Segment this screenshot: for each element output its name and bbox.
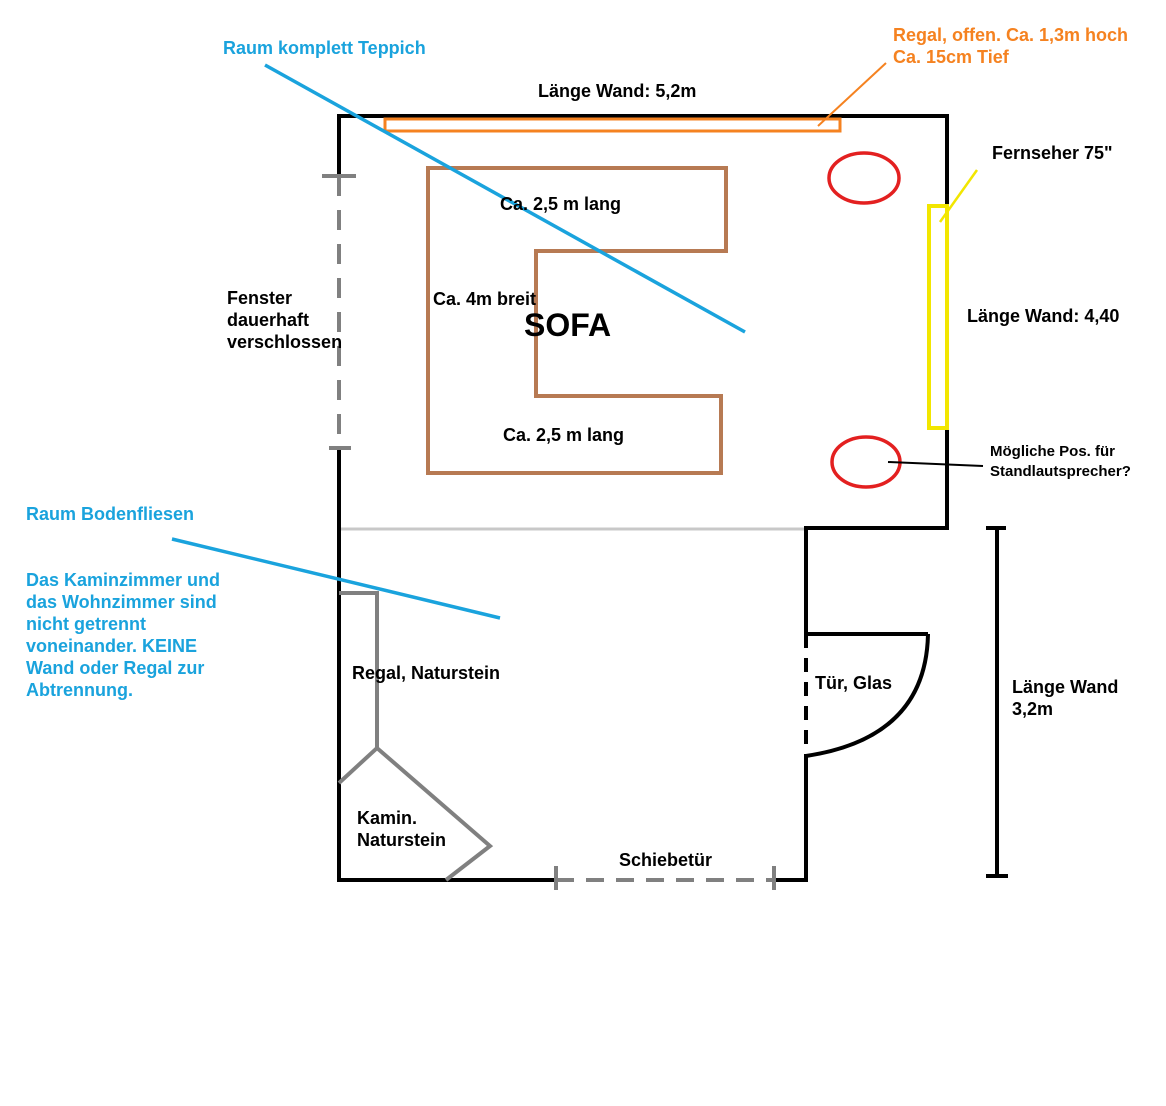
right-wall-length: Länge Wand: 4,40 <box>967 306 1120 326</box>
carpet-pointer <box>264 63 746 334</box>
speaker-top <box>827 151 901 205</box>
sliding-door-label: Schiebetür <box>619 850 713 870</box>
shelf-note-line1: Regal, offen. Ca. 1,3m hoch <box>893 25 1129 45</box>
tiles-pointer <box>171 537 501 620</box>
wall-length-3-2: Länge Wand 3,2m <box>1012 677 1119 719</box>
carpet-label: Raum komplett Teppich <box>223 38 426 58</box>
open-shelf <box>383 117 842 133</box>
shelf-pointer <box>817 62 887 127</box>
sofa-width: Ca. 4m breit <box>433 289 537 309</box>
stone-shelf-label: Regal, Naturstein <box>352 663 501 683</box>
top-wall-length: Länge Wand: 5,2m <box>538 81 697 101</box>
speaker-note-line2: Standlautsprecher? <box>990 463 1131 480</box>
fireplace-label: Kamin. Naturstein <box>357 808 447 850</box>
room-walls <box>337 114 949 882</box>
stone-shelf-fireplace <box>337 591 494 882</box>
open-rooms-note: Das Kaminzimmer und das Wohnzimmer sind … <box>26 570 221 700</box>
tv-label: Fernseher 75" <box>992 143 1113 163</box>
glass-door <box>804 632 930 758</box>
sofa-label: SOFA <box>524 307 612 343</box>
top-right-wall <box>337 114 949 636</box>
shelf-note-line2: Ca. 15cm Tief <box>893 47 1009 67</box>
glass-door-label: Tür, Glas <box>815 673 893 693</box>
dimension-line <box>986 526 1008 878</box>
sofa-outline <box>426 166 728 475</box>
speaker-note-line1: Mögliche Pos. für <box>990 443 1116 460</box>
sofa-top-length: Ca. 2,5 m lang <box>500 194 622 214</box>
window <box>322 174 356 450</box>
tv-pointer <box>938 169 979 223</box>
tv <box>927 204 949 430</box>
sofa-bottom-length: Ca. 2,5 m lang <box>503 425 625 445</box>
sliding-door <box>554 866 776 890</box>
bottom-wall-right <box>772 754 808 882</box>
window-label: Fenster dauerhaft verschlossen <box>227 288 343 352</box>
speaker-pointer <box>887 461 984 467</box>
tiles-label: Raum Bodenfliesen <box>26 504 195 524</box>
